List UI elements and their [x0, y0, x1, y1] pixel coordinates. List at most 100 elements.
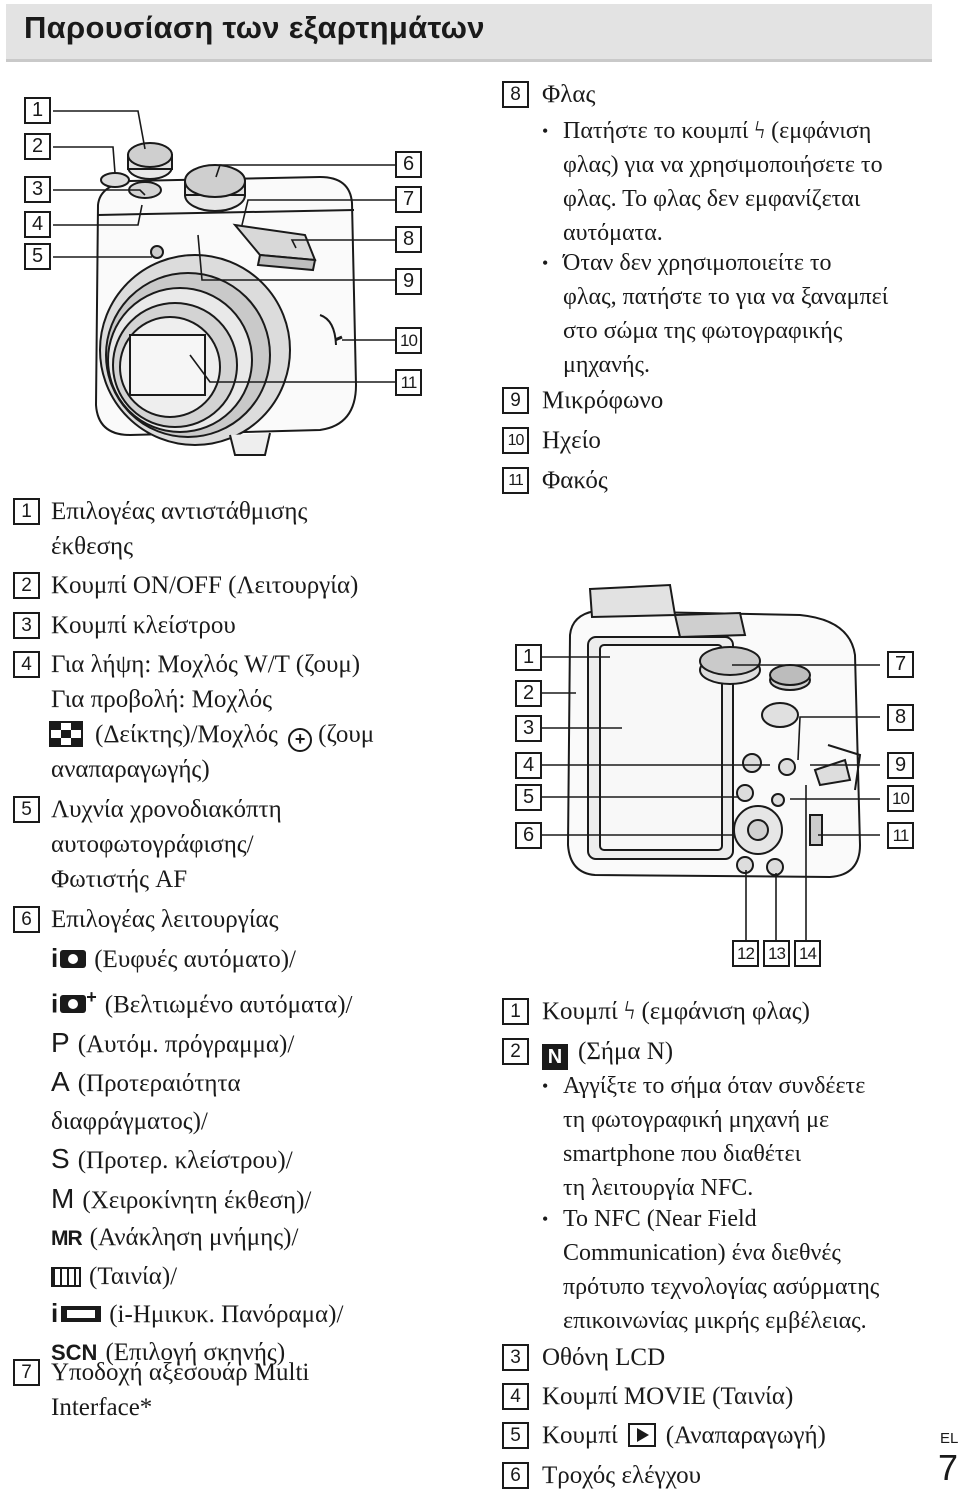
mode-superior-auto: i+(Βελτιωμένο αυτόματα)/ [51, 979, 451, 1024]
front-item-label: αναπαραγωγής) [51, 756, 210, 783]
front-item-label: Για λήψη: Μοχλός W/T (ζουμ) [51, 651, 361, 678]
memory-recall-icon: MR [51, 1227, 83, 1251]
flash-bullet-2: • Όταν δεν χρησιμοποιείτε το φλας, πατήσ… [542, 246, 942, 382]
rear-item-label: Κουμπί MOVIE (Ταινία) [542, 1383, 794, 1410]
rear-item-label: (Σήμα N) [578, 1038, 674, 1065]
rear-item-number: 5 [502, 1422, 529, 1449]
front-item-number: 8 [502, 81, 529, 108]
page-title: Παρουσίαση των εξαρτημάτων [24, 10, 485, 45]
rear-item-number: 3 [502, 1344, 529, 1371]
front-item-4: 4 Για λήψη: Μοχλός W/T (ζουμ) Για προβολ… [13, 647, 443, 787]
intelligent-auto-icon: i [51, 940, 87, 978]
rear-item-2: 2 N(Σήμα N) [502, 1034, 942, 1070]
front-item-label: Ηχείο [542, 427, 601, 454]
front-item-7: 7 Υποδοχή αξεσουάρ Multi Interface* [13, 1355, 443, 1425]
mode-aperture-priority-cont: διαφράγματος)/ [51, 1107, 208, 1135]
front-item-label: Μικρόφωνο [542, 387, 664, 414]
front-item-3: 3 Κουμπί κλείστρου [13, 608, 443, 643]
front-callout-1: 1 [24, 97, 51, 124]
rear-item-label: (Αναπαραγωγή) [665, 1422, 826, 1449]
nfc-bullet-2: • Το NFC (Near Field Communication) ένα … [542, 1202, 942, 1338]
rear-item-label: Οθόνη LCD [542, 1344, 666, 1371]
bullet-dot: • [542, 1209, 549, 1229]
rear-callout-14: 14 [794, 940, 821, 967]
aperture-priority-icon: A [51, 1066, 70, 1098]
rear-callout-4: 4 [515, 752, 542, 779]
language-tag: EL [940, 1430, 959, 1447]
front-callout-8: 8 [395, 226, 422, 253]
front-item-label: Φλας [542, 81, 596, 108]
mode-list: i(Ευφυές αυτόματο)/ i+(Βελτιωμένο αυτόμα… [51, 940, 451, 1371]
superior-auto-icon: i+ [51, 986, 97, 1019]
front-item-label: Υποδοχή αξεσουάρ Multi [51, 1359, 310, 1386]
front-item-label: (Δείκτης)/Μοχλός [95, 721, 278, 748]
mode-manual-exposure: M(Χειροκίνητη έκθεση)/ [51, 1180, 451, 1220]
mode-movie: (Ταινία)/ [51, 1258, 451, 1296]
front-item-label: (ζουμ [318, 721, 375, 748]
front-item-10: 10 Ηχείο [502, 423, 942, 458]
manual-exposure-icon: M [51, 1182, 75, 1214]
front-item-label: Φωτιστής AF [51, 866, 188, 893]
front-item-label: Επιλογέας λειτουργίας [51, 906, 279, 933]
rear-camera-illustration [542, 583, 880, 945]
front-item-label: Λυχνία χρονοδιακόπτη [51, 796, 282, 823]
front-callout-10: 10 [395, 327, 422, 354]
page-number: 7 [938, 1447, 959, 1488]
rear-callout-1: 1 [515, 644, 542, 671]
rear-item-label: Τροχός ελέγχου [542, 1462, 702, 1489]
front-camera-illustration [53, 110, 395, 456]
shutter-priority-icon: S [51, 1143, 70, 1175]
front-item-number: 6 [13, 906, 40, 933]
front-callout-9: 9 [395, 268, 422, 295]
zoom-in-icon: + [288, 728, 313, 752]
rear-callout-7: 7 [887, 651, 914, 678]
rear-item-label: Κουμπί [542, 1422, 618, 1449]
front-item-number: 4 [13, 651, 40, 678]
front-item-label: Κουμπί ON/OFF (Λειτουργία) [51, 572, 359, 599]
rear-callout-2: 2 [515, 680, 542, 707]
rear-item-6: 6 Τροχός ελέγχου [502, 1458, 942, 1493]
front-callout-4: 4 [24, 211, 51, 238]
front-callout-5: 5 [24, 243, 51, 270]
scene-selection-icon: SCN [51, 1339, 98, 1365]
front-callout-6: 6 [395, 151, 422, 178]
front-item-number: 10 [502, 427, 529, 454]
front-item-1: 1 Επιλογέας αντιστάθμισης έκθεσης [13, 494, 443, 564]
front-callout-7: 7 [395, 186, 422, 213]
play-icon [627, 1423, 656, 1447]
rear-item-label: Κουμπί ϟ (εμφάνιση φλας) [542, 998, 810, 1025]
rear-callout-6: 6 [515, 822, 542, 849]
front-callout-2: 2 [24, 133, 51, 160]
page-header: Παρουσίαση των εξαρτημάτων [6, 4, 932, 62]
mode-program-auto: P(Αυτόμ. πρόγραμμα)/ [51, 1024, 451, 1064]
mode-intelligent-auto: i(Ευφυές αυτόματο)/ [51, 940, 451, 979]
rear-callout-13: 13 [763, 940, 790, 967]
front-callout-11: 11 [395, 369, 422, 396]
bullet-dot: • [542, 121, 549, 141]
n-mark-icon: N [542, 1044, 568, 1070]
front-item-number: 3 [13, 612, 40, 639]
front-item-number: 5 [13, 796, 40, 823]
front-item-number: 9 [502, 387, 529, 414]
rear-callout-10: 10 [887, 785, 914, 812]
front-item-label: αυτοφωτογράφισης/ [51, 831, 254, 858]
front-item-8: 8 Φλας [502, 77, 942, 112]
rear-callout-11: 11 [887, 822, 914, 849]
mode-memory-recall: MR(Ανάκληση μνήμης)/ [51, 1219, 451, 1258]
rear-callout-3: 3 [515, 715, 542, 742]
front-item-5: 5 Λυχνία χρονοδιακόπτη αυτοφωτογράφισης/… [13, 792, 443, 897]
front-item-label: Κουμπί κλείστρου [51, 612, 236, 639]
bullet-dot: • [542, 1076, 549, 1096]
rear-item-1: 1 Κουμπί ϟ (εμφάνιση φλας) [502, 994, 942, 1029]
rear-callout-8: 8 [887, 704, 914, 731]
front-item-number: 2 [13, 572, 40, 599]
rear-item-number: 6 [502, 1462, 529, 1489]
mode-sweep-panorama: i(i-Ημικυκ. Πανόραμα)/ [51, 1295, 451, 1334]
front-item-9: 9 Μικρόφωνο [502, 383, 942, 418]
mode-scene-selection: SCN(Επιλογή σκηνής) [51, 1334, 451, 1372]
sweep-panorama-icon: i [51, 1295, 102, 1333]
nfc-bullet-1: • Αγγίξτε το σήμα όταν συνδέετε τη φωτογ… [542, 1069, 942, 1205]
movie-mode-icon [51, 1266, 81, 1287]
rear-callout-12: 12 [732, 940, 759, 967]
rear-item-number: 1 [502, 998, 529, 1025]
